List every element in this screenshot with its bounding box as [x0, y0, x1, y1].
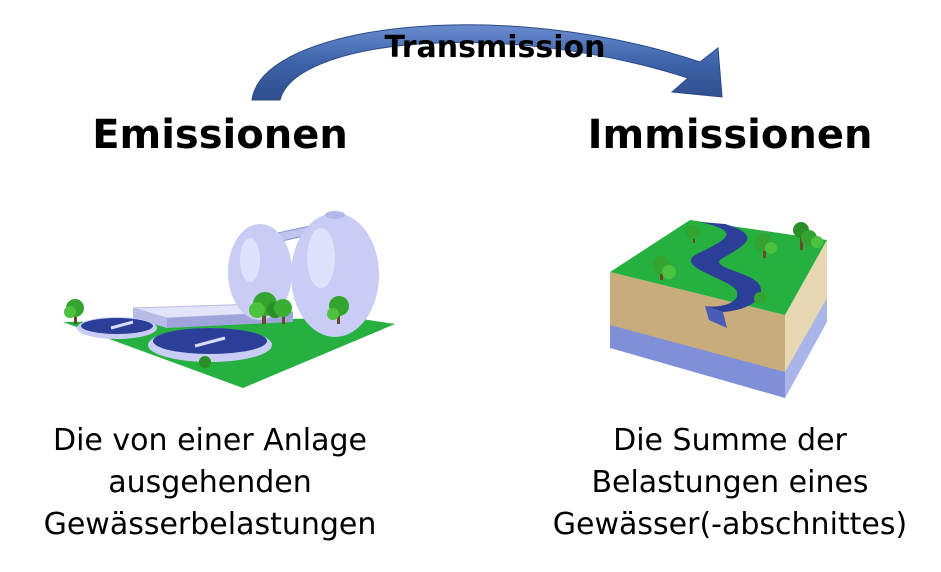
transmission-label: Transmission: [384, 30, 606, 65]
emissions-heading: Emissionen: [92, 112, 348, 158]
wastewater-treatment-plant-icon: [63, 211, 395, 388]
river-landscape-block-icon: [610, 220, 827, 398]
immissions-description-line: Belastungen eines: [591, 465, 869, 500]
immissions-description-line: Gewässer(-abschnittes): [552, 507, 908, 542]
immissions-description: Die Summe der Belastungen eines Gewässer…: [520, 420, 940, 546]
emissions-description-line: Die von einer Anlage: [53, 423, 367, 458]
emissions-description-line: ausgehenden: [108, 465, 312, 500]
emissions-description: Die von einer Anlage ausgehenden Gewässe…: [20, 420, 400, 546]
emissions-description-line: Gewässerbelastungen: [43, 507, 377, 542]
immissions-heading: Immissionen: [587, 112, 873, 158]
immissions-description-line: Die Summe der: [613, 423, 847, 458]
